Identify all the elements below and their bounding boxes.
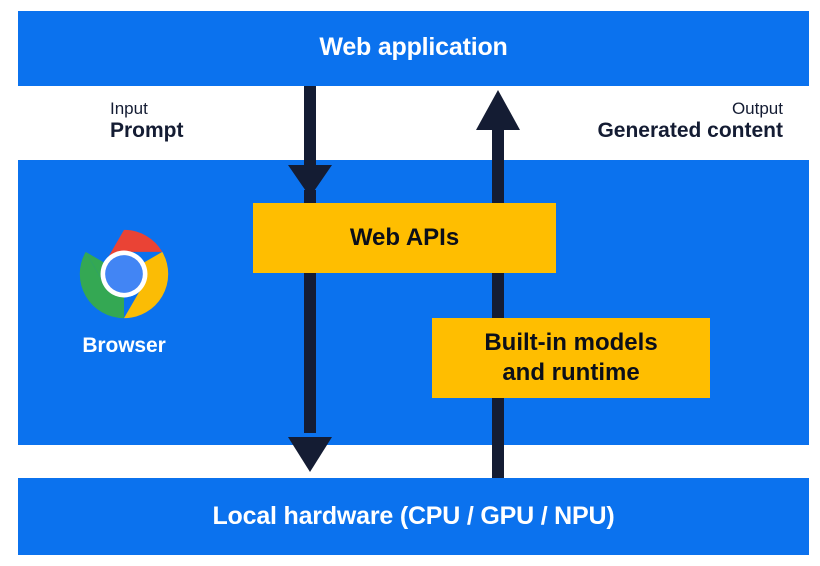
web-apis-label: Web APIs (349, 224, 460, 252)
input-value-text: Prompt (110, 119, 184, 143)
builtin-models-box: Built-in models and runtime (432, 318, 710, 398)
web-apis-box: Web APIs (253, 203, 556, 273)
input-flow-label: Input Prompt (110, 99, 184, 144)
output-value-text: Generated content (597, 119, 783, 143)
input-kind-text: Input (110, 99, 148, 118)
local-hardware-title: Local hardware (CPU / GPU / NPU) (212, 502, 615, 530)
output-kind-text: Output (731, 99, 783, 118)
builtin-models-line2: and runtime (502, 359, 640, 386)
chrome-logo-icon (79, 229, 169, 319)
builtin-models-line1: Built-in models (484, 329, 658, 357)
browser-label: Browser (82, 334, 166, 357)
web-application-band: Web application (18, 11, 809, 86)
builtin-models-label: Built-in models and runtime (484, 328, 657, 387)
browser-group: Browser (48, 228, 200, 358)
output-flow-label: Output Generated content (597, 99, 783, 144)
web-application-title: Web application (319, 33, 508, 61)
local-hardware-band: Local hardware (CPU / GPU / NPU) (18, 478, 809, 555)
